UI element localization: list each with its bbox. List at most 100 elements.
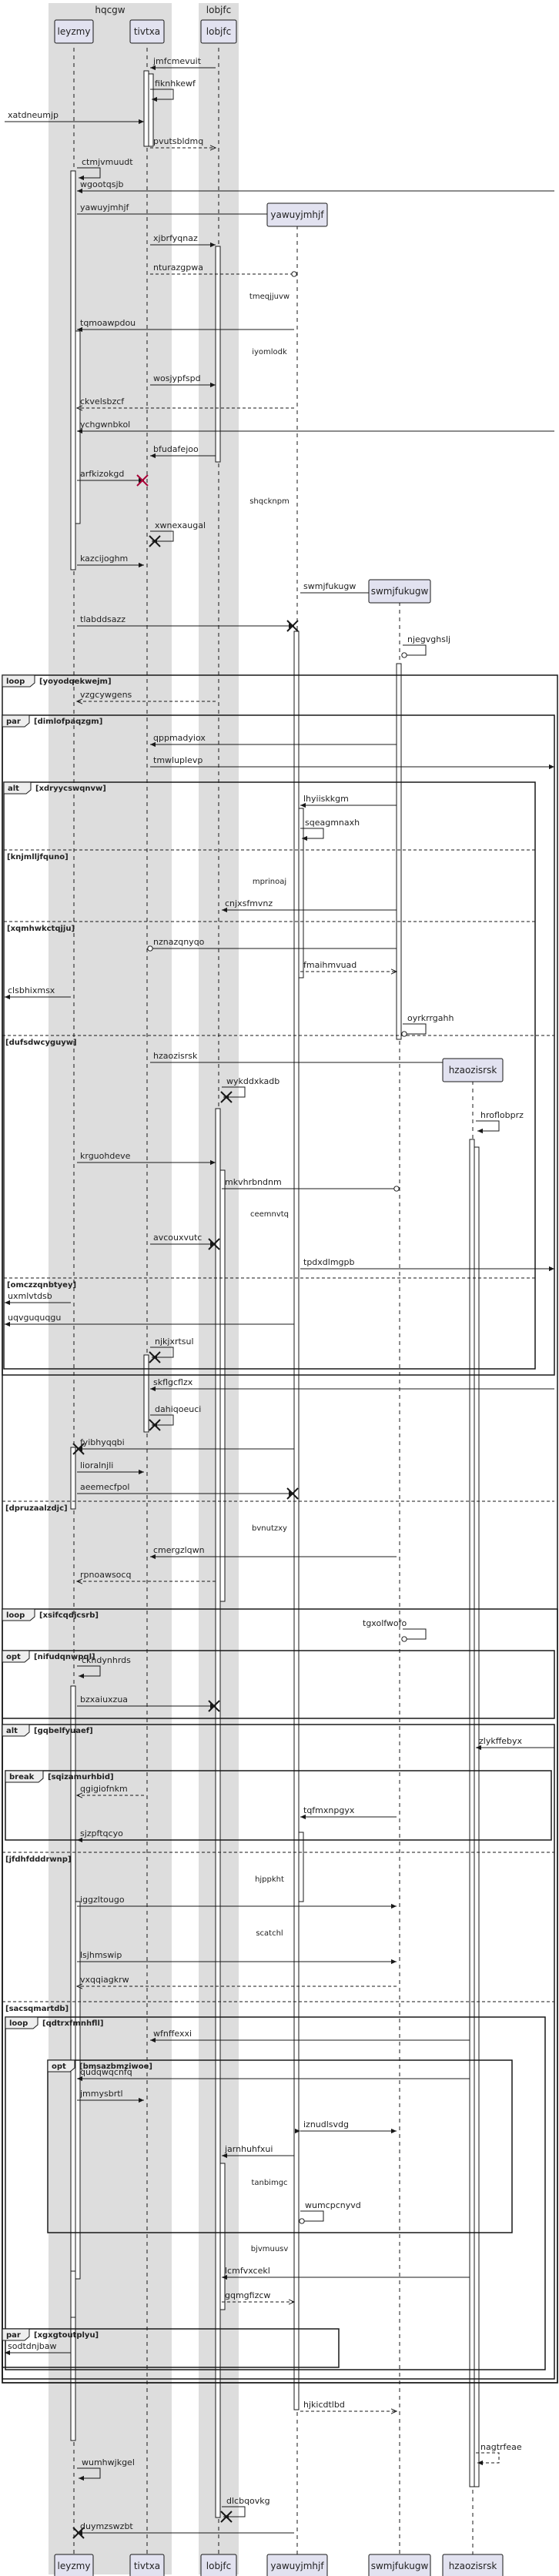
message-wfnffexxi: wfnffexxi [150, 2029, 470, 2043]
fragment-condition: [xqmhwkctqjju] [7, 925, 75, 933]
message-vzgcywgens: vzgcywgens [77, 690, 216, 701]
message-wykddxkadb: wykddxkadb [220, 1076, 280, 1103]
participant-swmjfukugw[interactable]: swmjfukugw [368, 579, 431, 604]
message-ckhdynhrds: ckhdynhrds [77, 1655, 131, 1679]
message-tmeqjjuvw: tmeqjjuvw [249, 293, 290, 301]
message-fmaihmvuad: fmaihmvuad [300, 960, 397, 972]
message-label: ckhdynhrds [82, 1655, 131, 1665]
activation-bar [298, 808, 304, 979]
fragment-else: [knjmlljfquno] [4, 849, 535, 861]
activation-bar [70, 2270, 76, 2318]
fragment-condition: [gqbelfyuaef] [34, 1727, 93, 1735]
participant-label: swmjfukugw [371, 2561, 429, 2571]
participant-swmjfukugw[interactable]: swmjfukugw [368, 2554, 431, 2576]
message-label: dlcbqovkg [226, 2496, 270, 2506]
message-njkjxrtsul: njkjxrtsul [149, 1337, 194, 1363]
message-uqvguquqgu: uqvguquqgu [5, 1313, 294, 1327]
message-label: nturazgpwa [153, 263, 203, 273]
participant-label: yawuyjmhjf [270, 209, 324, 220]
activation-bar [143, 70, 149, 147]
activation-bar [298, 1832, 304, 1902]
participant-leyzmy[interactable]: leyzmy [54, 19, 94, 44]
message-wumhwjkgel: wumhwjkgel [77, 2457, 135, 2481]
message-label: hjkicdtlbd [303, 2400, 345, 2410]
fragment-kind: alt [8, 785, 19, 793]
fragment-break: break[sqizamurhbid] [5, 1770, 552, 1841]
messages: jmfcmevuitfiknhkewfxatdneumjppvutsbldmqc… [5, 56, 554, 2539]
message-fiknhkewf: fiknhkewf [150, 79, 196, 102]
message-yawuyjmhjf: yawuyjmhjf [77, 202, 294, 217]
message-label: lsjhmswip [80, 1950, 122, 1960]
message-nagtrfeae: nagtrfeae [476, 2442, 522, 2466]
message-label: lcmfvxcekl [225, 2266, 270, 2276]
message-qppmadyiox: qppmadyiox [150, 733, 397, 748]
message-tlabddsazz: tlabddsazz [77, 614, 299, 632]
fragment-opt: opt [bmsazbmziwoe] [47, 2059, 513, 2233]
message-label: avcouxvutc [153, 1233, 202, 1243]
fragment-condition: [sqizamurhbid] [48, 1773, 114, 1781]
participant-lobjfc[interactable]: lobjfc [200, 2554, 237, 2576]
participant-yawuyjmhjf[interactable]: yawuyjmhjf [266, 202, 328, 227]
message-label: bjvmuusv [251, 2245, 289, 2253]
fragment-condition: [bmsazbmziwoe] [79, 2062, 152, 2071]
participant-label: lobjfc [206, 2561, 231, 2571]
participant-tivtxa[interactable]: tivtxa [129, 2554, 165, 2576]
message-label: tgxolfwofo [363, 1618, 407, 1628]
participant-label: leyzmy [58, 2561, 91, 2571]
activation-bar [215, 246, 221, 463]
message-label: wfnffexxi [153, 2029, 192, 2039]
message-label: fyibhyqqbi [80, 1437, 125, 1447]
message-label: sqeagmnaxh [305, 818, 360, 828]
participant-hzaozisrsk[interactable]: hzaozisrsk [442, 2554, 504, 2576]
participant-leyzmy[interactable]: leyzmy [54, 2554, 94, 2576]
message-label: iyomlodk [252, 348, 287, 356]
fragment-kind: par [6, 2331, 21, 2340]
participant-label: leyzmy [58, 26, 91, 37]
message-label: mkvhrbndnm [225, 1177, 282, 1187]
message-dahiqoeuci: dahiqoeuci [149, 1404, 201, 1431]
message-label: xatdneumjp [8, 110, 59, 120]
message-bjvmuusv: bjvmuusv [251, 2245, 289, 2253]
message-label: nagtrfeae [480, 2442, 522, 2452]
message-label: kazcijoghm [80, 554, 128, 564]
message-krguohdeve: krguohdeve [77, 1151, 216, 1166]
message-xjbrfyqnaz: xjbrfyqnaz [150, 233, 216, 248]
participant-yawuyjmhjf[interactable]: yawuyjmhjf [266, 2554, 328, 2576]
message-nturazgpwa: nturazgpwa [150, 263, 297, 277]
message-hroflobprz: hroflobprz [476, 1110, 524, 1134]
message-label: tmwluplevp [153, 755, 203, 765]
fragment-condition: [xdryycswqnvw] [35, 785, 106, 793]
fragment-condition: [dimlofpaqzgm] [34, 718, 102, 726]
message-label: wumcpcnyvd [305, 2200, 361, 2210]
message-label: uqvguquqgu [8, 1313, 61, 1323]
message-kazcijoghm: kazcijoghm [77, 554, 144, 568]
fragment-else: [dpruzaalzdjc] [2, 1500, 554, 1513]
fragment-else: [sacsqmartdb] [2, 2001, 554, 2013]
participant-lobjfc[interactable]: lobjfc [200, 19, 237, 44]
message-label: vxqqiagkrw [80, 1975, 129, 1985]
message-bvnutzxy: bvnutzxy [252, 1524, 287, 1533]
message-skflgcflzx: skflgcflzx [150, 1377, 554, 1392]
participant-label: hzaozisrsk [449, 2561, 497, 2571]
message-label: xjbrfyqnaz [153, 233, 198, 243]
message-label: iggzltougo [80, 1895, 125, 1905]
message-arfkizokgd: arfkizokgd [77, 469, 149, 487]
message-label: sodtdnjbaw [8, 2341, 57, 2351]
message-xatdneumjp: xatdneumjp [5, 110, 144, 125]
participant-tivtxa[interactable]: tivtxa [129, 19, 165, 44]
message-iggzltougo: iggzltougo [77, 1895, 397, 1909]
message-zlykffebyx: zlykffebyx [476, 1736, 554, 1751]
message-nznazqnyqo: nznazqnyqo [147, 937, 397, 952]
message-label: qgigiofnkm [80, 1784, 128, 1794]
message-label: vzgcywgens [80, 690, 132, 700]
fragment-else: [jfdhfdddrwnp] [2, 1852, 554, 1864]
message-label: krguohdeve [80, 1151, 131, 1161]
message-fyibhyqqbi: fyibhyqqbi [72, 1437, 294, 1455]
fragment-condition: [sacsqmartdb] [5, 2005, 69, 2013]
message-label: njegvghslj [407, 634, 450, 644]
message-label: jmfcmevuit [152, 56, 202, 66]
message-lcmfvxcekl: lcmfvxcekl [222, 2266, 470, 2280]
participant-hzaozisrsk[interactable]: hzaozisrsk [442, 1058, 504, 1082]
fragment-kind: opt [52, 2062, 66, 2071]
participant-label: tivtxa [134, 2561, 160, 2571]
